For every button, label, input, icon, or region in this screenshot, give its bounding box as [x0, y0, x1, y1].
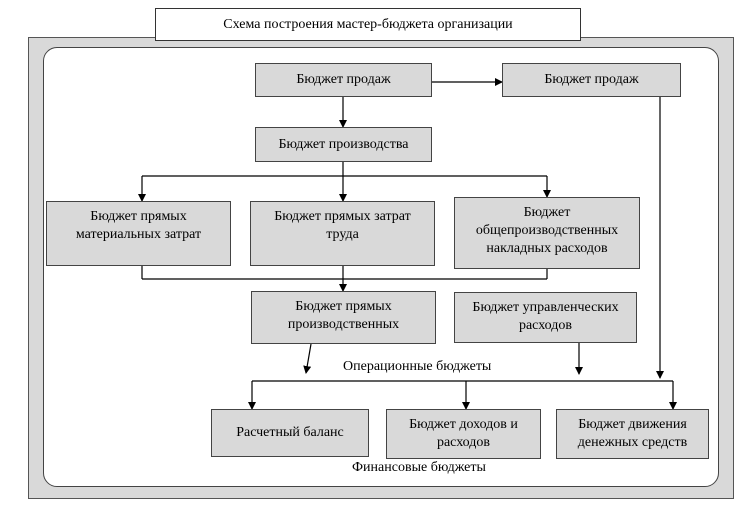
box-balance-sheet: Расчетный баланс [211, 409, 369, 457]
box-sales-budget: Бюджет продаж [255, 63, 432, 97]
box-overhead: Бюджет общепроизводственных накладных ра… [454, 197, 640, 269]
box-production-budget: Бюджет производства [255, 127, 432, 162]
box-direct-materials: Бюджет прямых материальных затрат [46, 201, 231, 266]
box-sales-budget-right: Бюджет продаж [502, 63, 681, 97]
box-direct-production: Бюджет прямых производственных [251, 291, 436, 344]
box-direct-labor: Бюджет прямых затрат труда [250, 201, 435, 266]
box-admin-expenses: Бюджет управленческих расходов [454, 292, 637, 343]
label-operational-budgets: Операционные бюджеты [343, 359, 492, 374]
diagram-title: Схема построения мастер-бюджета организа… [155, 8, 581, 41]
line-direct-prod-down [303, 343, 312, 374]
box-income-expenses: Бюджет доходов и расходов [386, 409, 541, 459]
box-cash-flow: Бюджет движения денежных средств [556, 409, 709, 459]
label-financial-budgets: Финансовые бюджеты [352, 460, 486, 475]
